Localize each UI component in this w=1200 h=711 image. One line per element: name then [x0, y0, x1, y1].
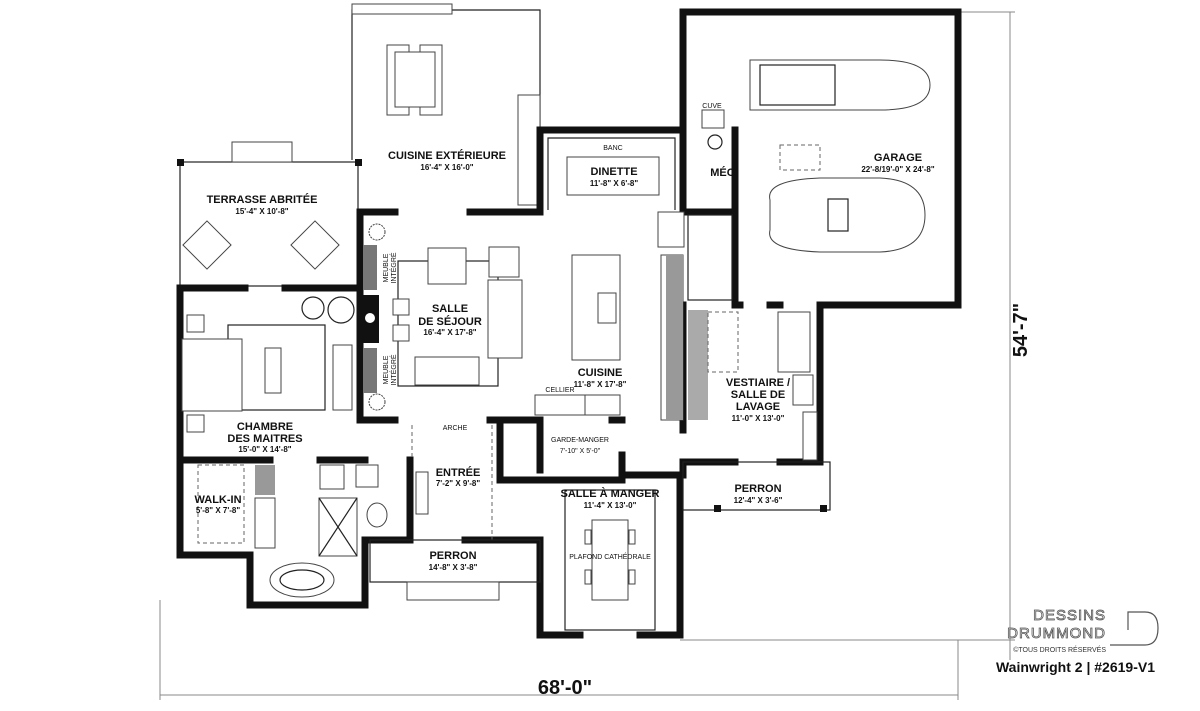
room-perron-front: PERRON — [429, 550, 476, 562]
room-chambre-line2: DES MAITRES — [227, 433, 302, 445]
room-cuisine: CUISINE — [578, 367, 623, 379]
room-entree: ENTRÉE — [436, 466, 481, 479]
furniture — [181, 59, 931, 631]
room-perron-side: PERRON — [734, 483, 781, 495]
room-size: 15'-0" X 14'-8" — [238, 445, 291, 454]
room-size: 5'-8" X 7'-8" — [196, 506, 241, 515]
room-size: 7'-2" X 9'-8" — [436, 479, 481, 488]
room-sejour: SALLE — [432, 303, 468, 315]
room-dinette: DINETTE — [590, 166, 637, 178]
dimension-lines — [159, 11, 1015, 700]
label-cuve: CUVE — [702, 103, 722, 110]
room-size: 14'-8" X 3'-8" — [429, 563, 478, 572]
room-salle-a-manger: SALLE À MANGER — [561, 487, 660, 500]
room-size: 11'-4" X 13'-0" — [584, 501, 637, 510]
room-size: 11'-0" X 13'-0" — [732, 414, 785, 423]
logo-d-mark — [1110, 611, 1159, 646]
depth-dimension: 54'-7" — [1010, 303, 1032, 357]
label-integre: INTÉGRÉ — [389, 252, 398, 283]
room-vestiaire-line2: SALLE DE — [731, 389, 785, 401]
room-garage: GARAGE — [874, 152, 922, 164]
room-garde-manger: GARDE-MANGER — [551, 437, 609, 444]
label-meuble: MEUBLE — [383, 355, 390, 384]
width-dimension: 68'-0" — [538, 677, 592, 699]
room-size: 22'-8/19'-0" X 24'-8" — [861, 165, 935, 174]
label-cellier: CELLIER — [545, 387, 574, 394]
room-sejour-line2: DE SÉJOUR — [418, 315, 482, 328]
room-terrasse: TERRASSE ABRITÉE — [207, 193, 318, 206]
room-size: 7'-10" X 5'-0" — [560, 448, 601, 455]
label-arche: ARCHE — [443, 425, 468, 432]
label-plafond: PLAFOND CATHÉDRALE — [569, 552, 651, 561]
room-mec: MÉC. — [710, 166, 738, 179]
room-size: 11'-8" X 17'-8" — [574, 380, 627, 389]
room-size: 12'-4" X 3'-6" — [734, 496, 783, 505]
room-size: 11'-8" X 6'-8" — [590, 179, 639, 188]
logo-line2: DRUMMOND — [1007, 625, 1106, 642]
label-meuble: MEUBLE — [383, 253, 390, 282]
room-labels: CUISINE EXTÉRIEURE 16'-4" X 16'-0" TERRA… — [194, 103, 934, 572]
room-chambre: CHAMBRE — [237, 421, 293, 433]
label-banc: BANC — [603, 145, 622, 152]
plan-caption: Wainwright 2 | #2619-V1 — [996, 659, 1155, 675]
walls — [176, 8, 962, 639]
room-cuisine-exterieure: CUISINE EXTÉRIEURE — [388, 149, 506, 162]
room-vestiaire: VESTIAIRE / — [726, 377, 790, 389]
room-size: 15'-4" X 10'-8" — [235, 207, 288, 216]
outdoor-areas — [177, 3, 541, 287]
room-vestiaire-line3: LAVAGE — [736, 401, 780, 413]
logo: DESSINS DRUMMOND ©TOUS DROITS RÉSERVÉS W… — [996, 607, 1159, 675]
label-integre: INTÉGRÉ — [389, 354, 398, 385]
room-size: 16'-4" X 16'-0" — [420, 163, 473, 172]
room-walk-in: WALK-IN — [194, 494, 241, 506]
room-size: 16'-4" X 17'-8" — [423, 328, 476, 337]
copyright: ©TOUS DROITS RÉSERVÉS — [1013, 645, 1106, 654]
logo-line1: DESSINS — [1033, 607, 1106, 624]
